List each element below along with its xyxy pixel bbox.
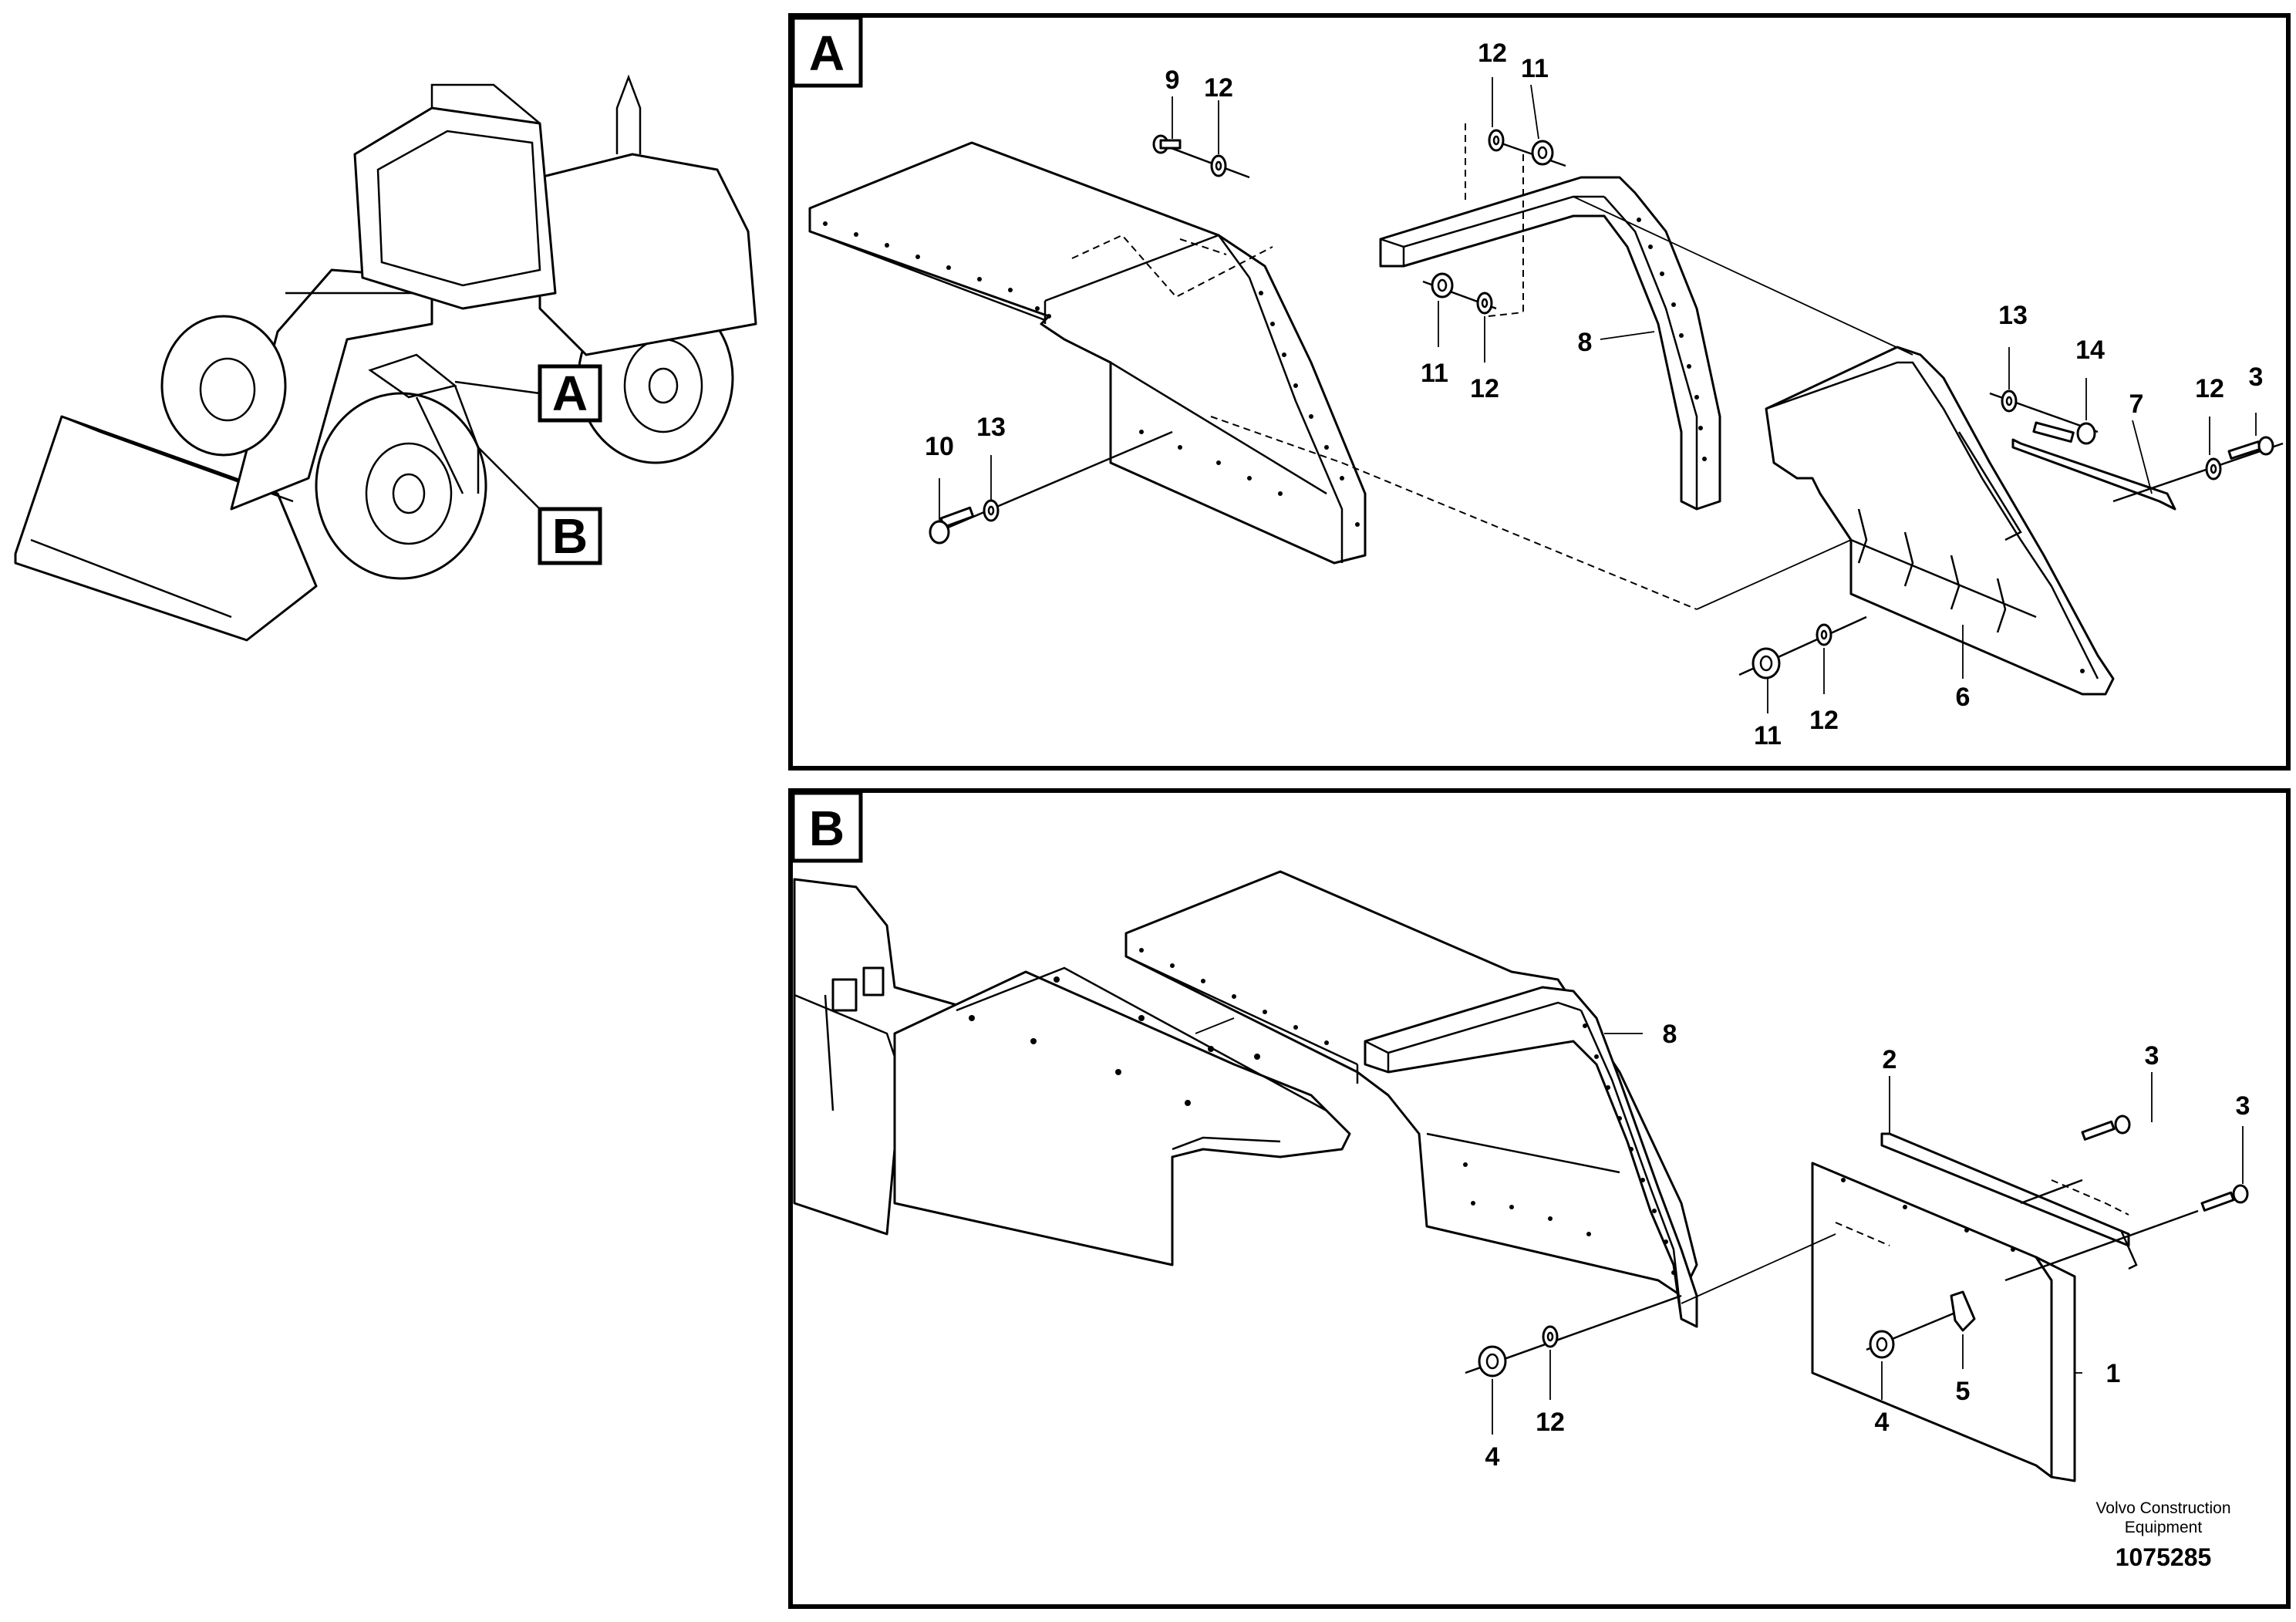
mudguard-6 <box>1765 346 2115 696</box>
callout-a-10: 10 <box>925 432 954 461</box>
overview-marker-a: A <box>454 364 602 423</box>
brand-line-1: Volvo Construction <box>2095 1499 2230 1517</box>
callout-a-8: 8 <box>1578 328 1593 357</box>
clip-5 <box>1950 1290 1976 1332</box>
bolt-3-a <box>2227 436 2274 460</box>
strip-7 <box>2011 438 2176 511</box>
washer-12-a3 <box>1476 292 1493 315</box>
callout-a-3: 3 <box>2249 363 2264 392</box>
wheel-loader-illustration <box>14 74 757 642</box>
bolt-10 <box>929 430 1173 545</box>
nut-11-a3 <box>1738 615 1867 679</box>
panel-b-badge: B <box>809 801 845 856</box>
callout-a-6: 6 <box>1956 683 1971 712</box>
strip-2 <box>1880 1132 2138 1270</box>
washer-12-a4 <box>2112 442 2284 503</box>
callout-b-3-left: 3 <box>2145 1041 2159 1071</box>
callout-a-13-right: 13 <box>1998 301 2028 330</box>
nut-4-b2 <box>1866 1310 1960 1359</box>
callout-a-12-bottom: 12 <box>1809 706 1839 735</box>
bracket-8-panel-b <box>1364 986 1698 1328</box>
nut-11-a1 <box>1531 140 1554 166</box>
detail-panel-b: B <box>788 788 2291 1609</box>
callout-a-12-bracket-top: 12 <box>1478 39 1507 68</box>
brand-line-2: Equipment <box>2125 1519 2203 1536</box>
callout-a-11-bracket-bottom: 11 <box>1421 359 1448 388</box>
callout-a-12-top: 12 <box>1204 73 1233 103</box>
callout-b-4-left: 4 <box>1485 1442 1500 1472</box>
mudguard-panel-left <box>808 141 1367 565</box>
callout-a-12-bracket-bottom: 12 <box>1470 374 1499 403</box>
overview-marker-b-letter: B <box>552 508 588 564</box>
nut-11-a2 <box>1422 272 1497 310</box>
washer-12-a2 <box>1488 129 1566 167</box>
callout-a-12-right: 12 <box>2195 374 2224 403</box>
callout-b-2: 2 <box>1883 1045 1897 1074</box>
callout-a-14: 14 <box>2075 336 2105 365</box>
washer-12-b <box>1542 1325 1559 1348</box>
callout-b-5: 5 <box>1956 1377 1971 1406</box>
bracket-8-panel-a <box>1379 176 1721 511</box>
panel-a-badge: A <box>809 25 845 81</box>
callout-a-13-left: 13 <box>976 413 1006 442</box>
washer-12-a5 <box>1816 623 1832 646</box>
bolt-3-b2 <box>2004 1184 2249 1282</box>
bolt-14 <box>2032 421 2096 445</box>
overview-marker-b: B <box>477 447 602 565</box>
detail-panel-a: A <box>788 13 2291 771</box>
document-number: 1075285 <box>2116 1543 2212 1571</box>
callout-b-1: 1 <box>2106 1359 2121 1388</box>
callout-b-4-right: 4 <box>1875 1408 1890 1437</box>
bolt-3-b1 <box>2020 1114 2131 1205</box>
callout-a-11-bottom: 11 <box>1754 721 1782 750</box>
nut-4-b1 <box>1465 1294 1682 1378</box>
washer-12-a1 <box>1210 154 1227 177</box>
callout-a-11-bracket-top: 11 <box>1521 54 1549 83</box>
mudguard-panel-b <box>1124 870 1698 1297</box>
callout-b-12: 12 <box>1536 1408 1565 1437</box>
washer-13-a2 <box>983 499 1000 522</box>
mud-flap-1 <box>1811 1162 2076 1482</box>
callout-b-8: 8 <box>1663 1020 1677 1049</box>
callout-a-7: 7 <box>2129 389 2144 419</box>
overview-marker-a-letter: A <box>552 366 588 421</box>
front-fender-plate <box>893 966 1351 1266</box>
callout-a-9: 9 <box>1165 66 1180 95</box>
callout-b-3-right: 3 <box>2236 1091 2250 1121</box>
fastener-9 <box>1152 134 1250 179</box>
